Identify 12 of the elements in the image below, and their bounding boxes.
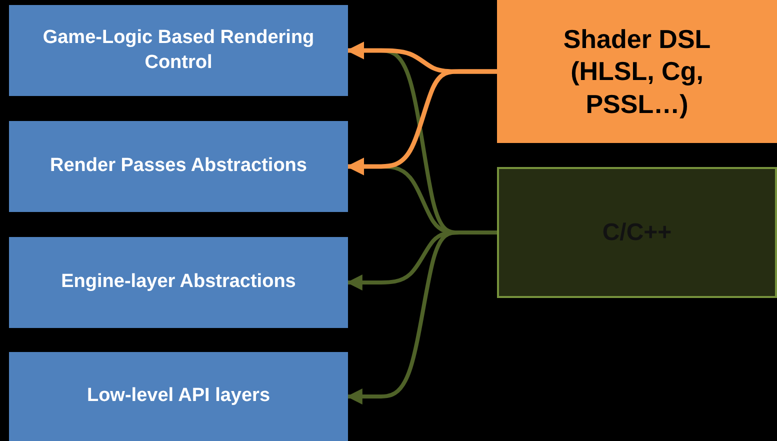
arrow [346, 69, 497, 176]
layer-box [9, 5, 348, 96]
layer-box [9, 121, 348, 212]
language-box [497, 0, 777, 143]
box-label: Game-Logic Based Rendering Control [42, 26, 316, 74]
box-label: Engine-layer Abstractions [61, 270, 296, 294]
layer-box [9, 237, 348, 328]
box-label: Shader DSL (HLSL, Cg, PSSL…) [562, 22, 712, 120]
language-box [497, 167, 777, 298]
layer-box [9, 352, 348, 441]
box-label: Render Passes Abstractions [50, 154, 307, 178]
box-label: Low-level API layers [86, 384, 270, 408]
